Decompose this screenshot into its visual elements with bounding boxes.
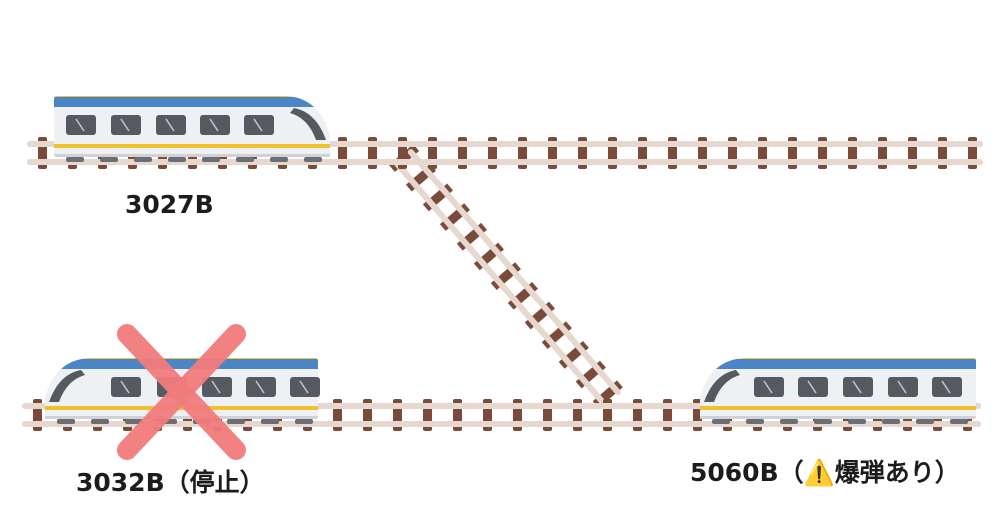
train-bogie bbox=[66, 157, 84, 162]
train-bogie bbox=[261, 419, 279, 424]
window-glare bbox=[75, 118, 85, 132]
train-roof-stripe bbox=[54, 96, 330, 97]
train-blue-stripe bbox=[700, 359, 976, 369]
train-5060b bbox=[700, 358, 976, 424]
train-bogie bbox=[814, 419, 832, 424]
window-glare bbox=[807, 380, 817, 394]
x-mark-icon bbox=[117, 324, 246, 460]
window-glare bbox=[209, 118, 219, 132]
x-stroke bbox=[117, 324, 246, 460]
train-skirt bbox=[700, 416, 976, 419]
window-glare bbox=[165, 118, 175, 132]
train-bogie bbox=[57, 419, 75, 424]
train-window bbox=[798, 377, 828, 397]
train-bogie bbox=[202, 157, 220, 162]
train-bogie bbox=[882, 419, 900, 424]
train-yellow-stripe bbox=[700, 406, 976, 410]
train-body bbox=[700, 358, 976, 419]
train-blue-stripe bbox=[54, 97, 330, 107]
window-glare bbox=[763, 380, 773, 394]
train-bogie bbox=[168, 157, 186, 162]
train-bogie bbox=[227, 419, 245, 424]
window-glare bbox=[255, 380, 265, 394]
window-glare bbox=[253, 118, 263, 132]
train-window bbox=[66, 115, 96, 135]
train-3027b bbox=[54, 96, 330, 162]
train-bogie bbox=[950, 419, 968, 424]
window-glare bbox=[941, 380, 951, 394]
train-label-3032b: 3032B（停止） bbox=[76, 470, 265, 495]
train-bogie bbox=[100, 157, 118, 162]
train-status: （⚠️爆弾あり） bbox=[778, 458, 960, 487]
train-bogie bbox=[91, 419, 109, 424]
track-rail bbox=[394, 160, 608, 407]
window-glare bbox=[120, 380, 130, 394]
train-skirt bbox=[45, 416, 318, 419]
train-blue-stripe bbox=[45, 359, 318, 369]
switch-track bbox=[388, 144, 623, 409]
train-window bbox=[290, 377, 320, 397]
train-window bbox=[202, 377, 232, 397]
train-body bbox=[54, 96, 330, 157]
train-bogie bbox=[236, 157, 254, 162]
train-bogie bbox=[134, 157, 152, 162]
train-bogie bbox=[780, 419, 798, 424]
train-bogie bbox=[125, 419, 143, 424]
train-window bbox=[246, 377, 276, 397]
window-glare bbox=[299, 380, 309, 394]
window-glare bbox=[897, 380, 907, 394]
train-number: 3027B bbox=[125, 190, 214, 219]
train-status: （停止） bbox=[164, 468, 265, 497]
train-window bbox=[111, 377, 141, 397]
train-bogie bbox=[304, 157, 322, 162]
train-bogie bbox=[712, 419, 730, 424]
train-bogie bbox=[916, 419, 934, 424]
window-glare bbox=[211, 380, 221, 394]
train-skirt bbox=[54, 154, 330, 157]
train-yellow-stripe bbox=[45, 406, 318, 410]
train-window bbox=[244, 115, 274, 135]
train-bogie bbox=[746, 419, 764, 424]
train-window bbox=[888, 377, 918, 397]
train-bogie bbox=[295, 419, 313, 424]
train-windshield bbox=[704, 370, 740, 402]
train-window bbox=[754, 377, 784, 397]
train-window bbox=[111, 115, 141, 135]
train-windshield bbox=[49, 370, 85, 402]
train-windshield bbox=[290, 108, 326, 140]
train-bogie bbox=[848, 419, 866, 424]
train-label-3027b: 3027B bbox=[125, 192, 214, 217]
train-window bbox=[156, 115, 186, 135]
train-window bbox=[200, 115, 230, 135]
train-roof-stripe bbox=[45, 358, 318, 359]
train-yellow-stripe bbox=[54, 144, 330, 148]
train-window bbox=[932, 377, 962, 397]
window-glare bbox=[120, 118, 130, 132]
track-rail bbox=[407, 149, 621, 396]
train-window bbox=[843, 377, 873, 397]
train-number: 3032B bbox=[76, 468, 165, 497]
train-label-5060b: 5060B（⚠️爆弾あり） bbox=[690, 460, 960, 485]
train-roof-stripe bbox=[700, 358, 976, 359]
train-number: 5060B bbox=[690, 458, 779, 487]
window-glare bbox=[852, 380, 862, 394]
train-bogie bbox=[270, 157, 288, 162]
